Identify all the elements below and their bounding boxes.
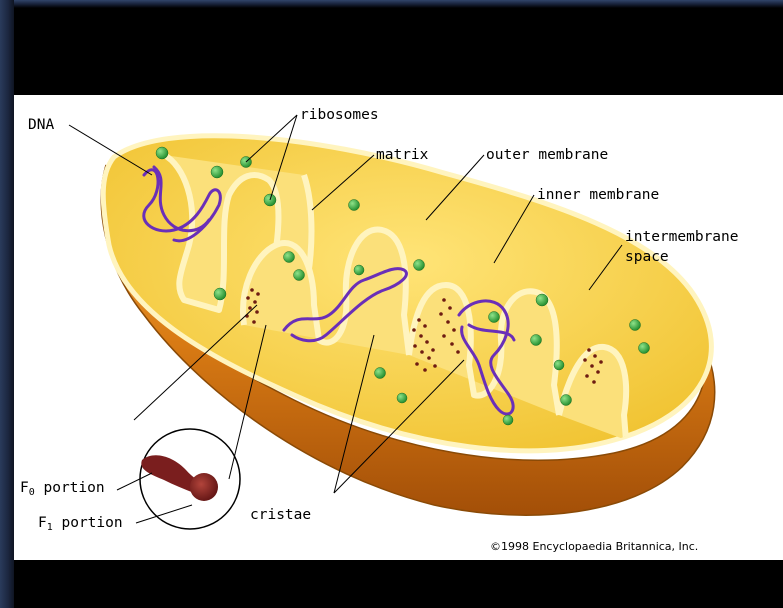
- mitochondrion-diagram: DNA ribosomes matrix outer membrane inne…: [14, 95, 783, 560]
- atp-synthase-magnifier: [140, 429, 240, 529]
- label-ribosomes: ribosomes: [300, 107, 379, 123]
- diagram-svg: DNA ribosomes matrix outer membrane inne…: [14, 95, 783, 560]
- label-intermembrane-space: space: [625, 249, 669, 265]
- label-dna: DNA: [28, 117, 54, 133]
- label-f0-portion: F0 portion: [20, 480, 105, 498]
- label-matrix: matrix: [376, 147, 429, 163]
- label-intermembrane: intermembrane: [625, 229, 739, 245]
- label-inner-membrane: inner membrane: [537, 187, 659, 203]
- copyright-notice: ©1998 Encyclopaedia Britannica, Inc.: [490, 540, 698, 553]
- label-f1-portion: F1 portion: [38, 515, 123, 533]
- label-outer-membrane: outer membrane: [486, 147, 608, 163]
- label-cristae: cristae: [250, 507, 311, 523]
- window-edge: [14, 0, 783, 8]
